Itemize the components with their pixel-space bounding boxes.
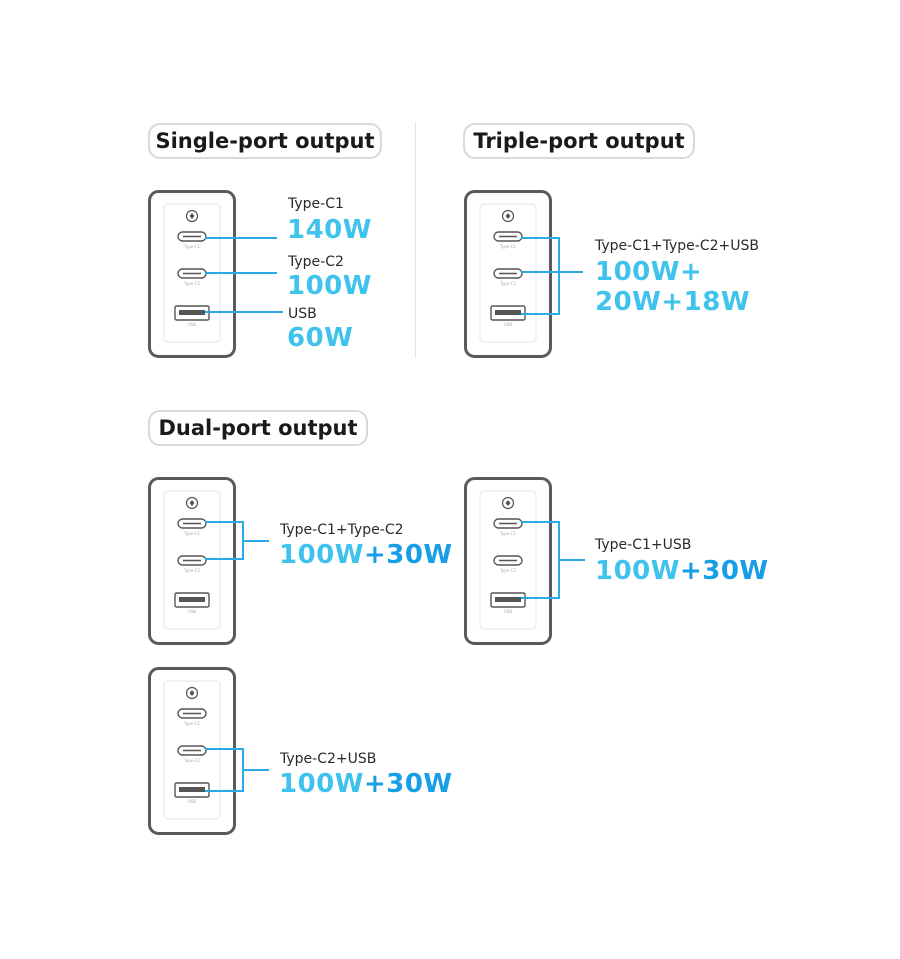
usb-a-port-icon bbox=[490, 592, 526, 608]
usb-c-port-2-icon bbox=[493, 555, 523, 566]
usb-a-port-icon bbox=[174, 592, 210, 608]
dual-c1-c2-watt-b: +30W bbox=[363, 540, 453, 570]
power-logo-icon bbox=[501, 209, 515, 223]
single-connectors bbox=[205, 237, 283, 313]
triple-watt-line1: 100W+ bbox=[595, 257, 703, 287]
dual-c2-usb-watt: 100W+30W bbox=[279, 769, 453, 799]
usb-c-port-1-icon bbox=[177, 231, 207, 242]
charger-dual-c1-c2: Type-C1 Type-C2 USB bbox=[148, 477, 236, 645]
port-print-c2: Type-C2 bbox=[499, 568, 516, 573]
port-print-c2: Type-C2 bbox=[499, 281, 516, 286]
port-print-usb: USB bbox=[504, 609, 512, 614]
port-print-usb: USB bbox=[188, 322, 196, 327]
single-c2-watt: 100W bbox=[287, 271, 372, 301]
dual-c1-usb-label: Type-C1+USB bbox=[595, 537, 692, 553]
port-print-c2: Type-C2 bbox=[183, 281, 200, 286]
single-port-title: Single-port output bbox=[148, 123, 382, 159]
single-c1-label: Type-C1 bbox=[288, 196, 344, 212]
port-print-c1: Type-C1 bbox=[183, 244, 200, 249]
dual-c1-c2-bracket bbox=[205, 521, 269, 560]
usb-c-port-1-icon bbox=[493, 518, 523, 529]
usb-c-port-2-icon bbox=[177, 555, 207, 566]
usb-c-port-1-icon bbox=[493, 231, 523, 242]
power-logo-icon bbox=[185, 686, 199, 700]
usb-c-port-1-icon bbox=[177, 518, 207, 529]
charger-dual-c1-usb: Type-C1 Type-C2 USB bbox=[464, 477, 552, 645]
power-logo-icon bbox=[501, 496, 515, 510]
usb-a-port-icon bbox=[174, 305, 210, 321]
single-c2-label: Type-C2 bbox=[288, 254, 344, 270]
triple-port-title: Triple-port output bbox=[463, 123, 695, 159]
port-print-c2: Type-C2 bbox=[183, 758, 200, 763]
port-print-c1: Type-C1 bbox=[183, 721, 200, 726]
port-print-c1: Type-C1 bbox=[499, 531, 516, 536]
dual-c1-c2-watt: 100W+30W bbox=[279, 540, 453, 570]
usb-c-port-2-icon bbox=[493, 268, 523, 279]
dual-c1-usb-watt-b: +30W bbox=[679, 556, 769, 586]
port-print-usb: USB bbox=[504, 322, 512, 327]
single-c1-watt: 140W bbox=[287, 215, 372, 245]
charger-dual-c2-usb: Type-C1 Type-C2 USB bbox=[148, 667, 236, 835]
single-usb-watt: 60W bbox=[287, 323, 354, 353]
dual-port-title: Dual-port output bbox=[148, 410, 368, 446]
dual-c1-usb-watt: 100W+30W bbox=[595, 556, 769, 586]
usb-a-port-icon bbox=[174, 782, 210, 798]
power-logo-icon bbox=[185, 209, 199, 223]
usb-c-port-1-icon bbox=[177, 708, 207, 719]
dual-c2-usb-bracket bbox=[205, 748, 269, 792]
dual-c1-c2-watt-a: 100W bbox=[279, 540, 364, 570]
dual-c1-c2-label: Type-C1+Type-C2 bbox=[280, 522, 404, 538]
usb-a-port-icon bbox=[490, 305, 526, 321]
triple-watt-line2: 20W+18W bbox=[595, 287, 751, 317]
port-print-c1: Type-C1 bbox=[499, 244, 516, 249]
triple-label: Type-C1+Type-C2+USB bbox=[595, 238, 759, 254]
single-usb-label: USB bbox=[288, 306, 317, 322]
dual-c2-usb-watt-a: 100W bbox=[279, 769, 364, 799]
dual-c2-usb-watt-b: +30W bbox=[363, 769, 453, 799]
triple-bracket bbox=[521, 237, 583, 315]
dual-c1-usb-watt-a: 100W bbox=[595, 556, 680, 586]
dual-c2-usb-label: Type-C2+USB bbox=[280, 751, 377, 767]
usb-c-port-2-icon bbox=[177, 745, 207, 756]
section-divider bbox=[415, 122, 416, 358]
port-print-c2: Type-C2 bbox=[183, 568, 200, 573]
port-print-usb: USB bbox=[188, 799, 196, 804]
dual-c1-usb-bracket bbox=[521, 521, 585, 599]
usb-c-port-2-icon bbox=[177, 268, 207, 279]
port-print-usb: USB bbox=[188, 609, 196, 614]
port-print-c1: Type-C1 bbox=[183, 531, 200, 536]
power-logo-icon bbox=[185, 496, 199, 510]
